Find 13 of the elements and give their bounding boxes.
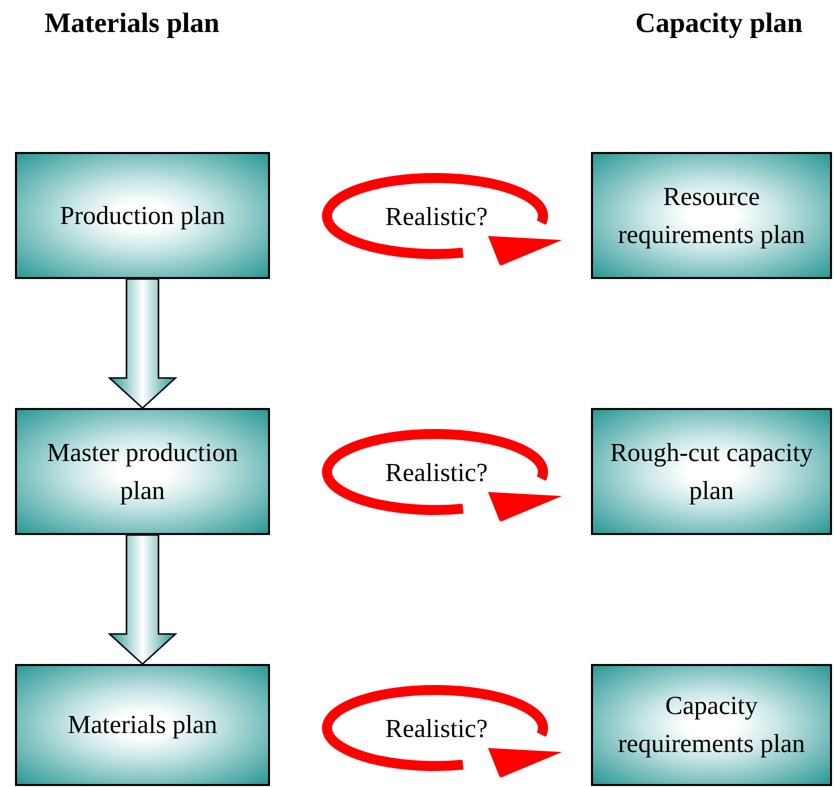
column-heading: Capacity plan [634,7,804,41]
block-arrow [108,278,178,410]
process-box: Capacity requirements plan [591,664,832,786]
block-arrow [108,534,178,666]
node-text: Realistic? [385,201,488,234]
column-heading: Materials plan [44,7,220,41]
process-box: Materials plan [15,664,270,786]
process-box: Resource requirements plan [591,152,832,279]
process-box: Production plan [15,152,270,279]
node-text: Realistic? [385,457,488,490]
process-box: Rough-cut capacity plan [591,408,832,535]
node-text: Realistic? [385,713,488,746]
process-box: Master production plan [15,408,270,535]
